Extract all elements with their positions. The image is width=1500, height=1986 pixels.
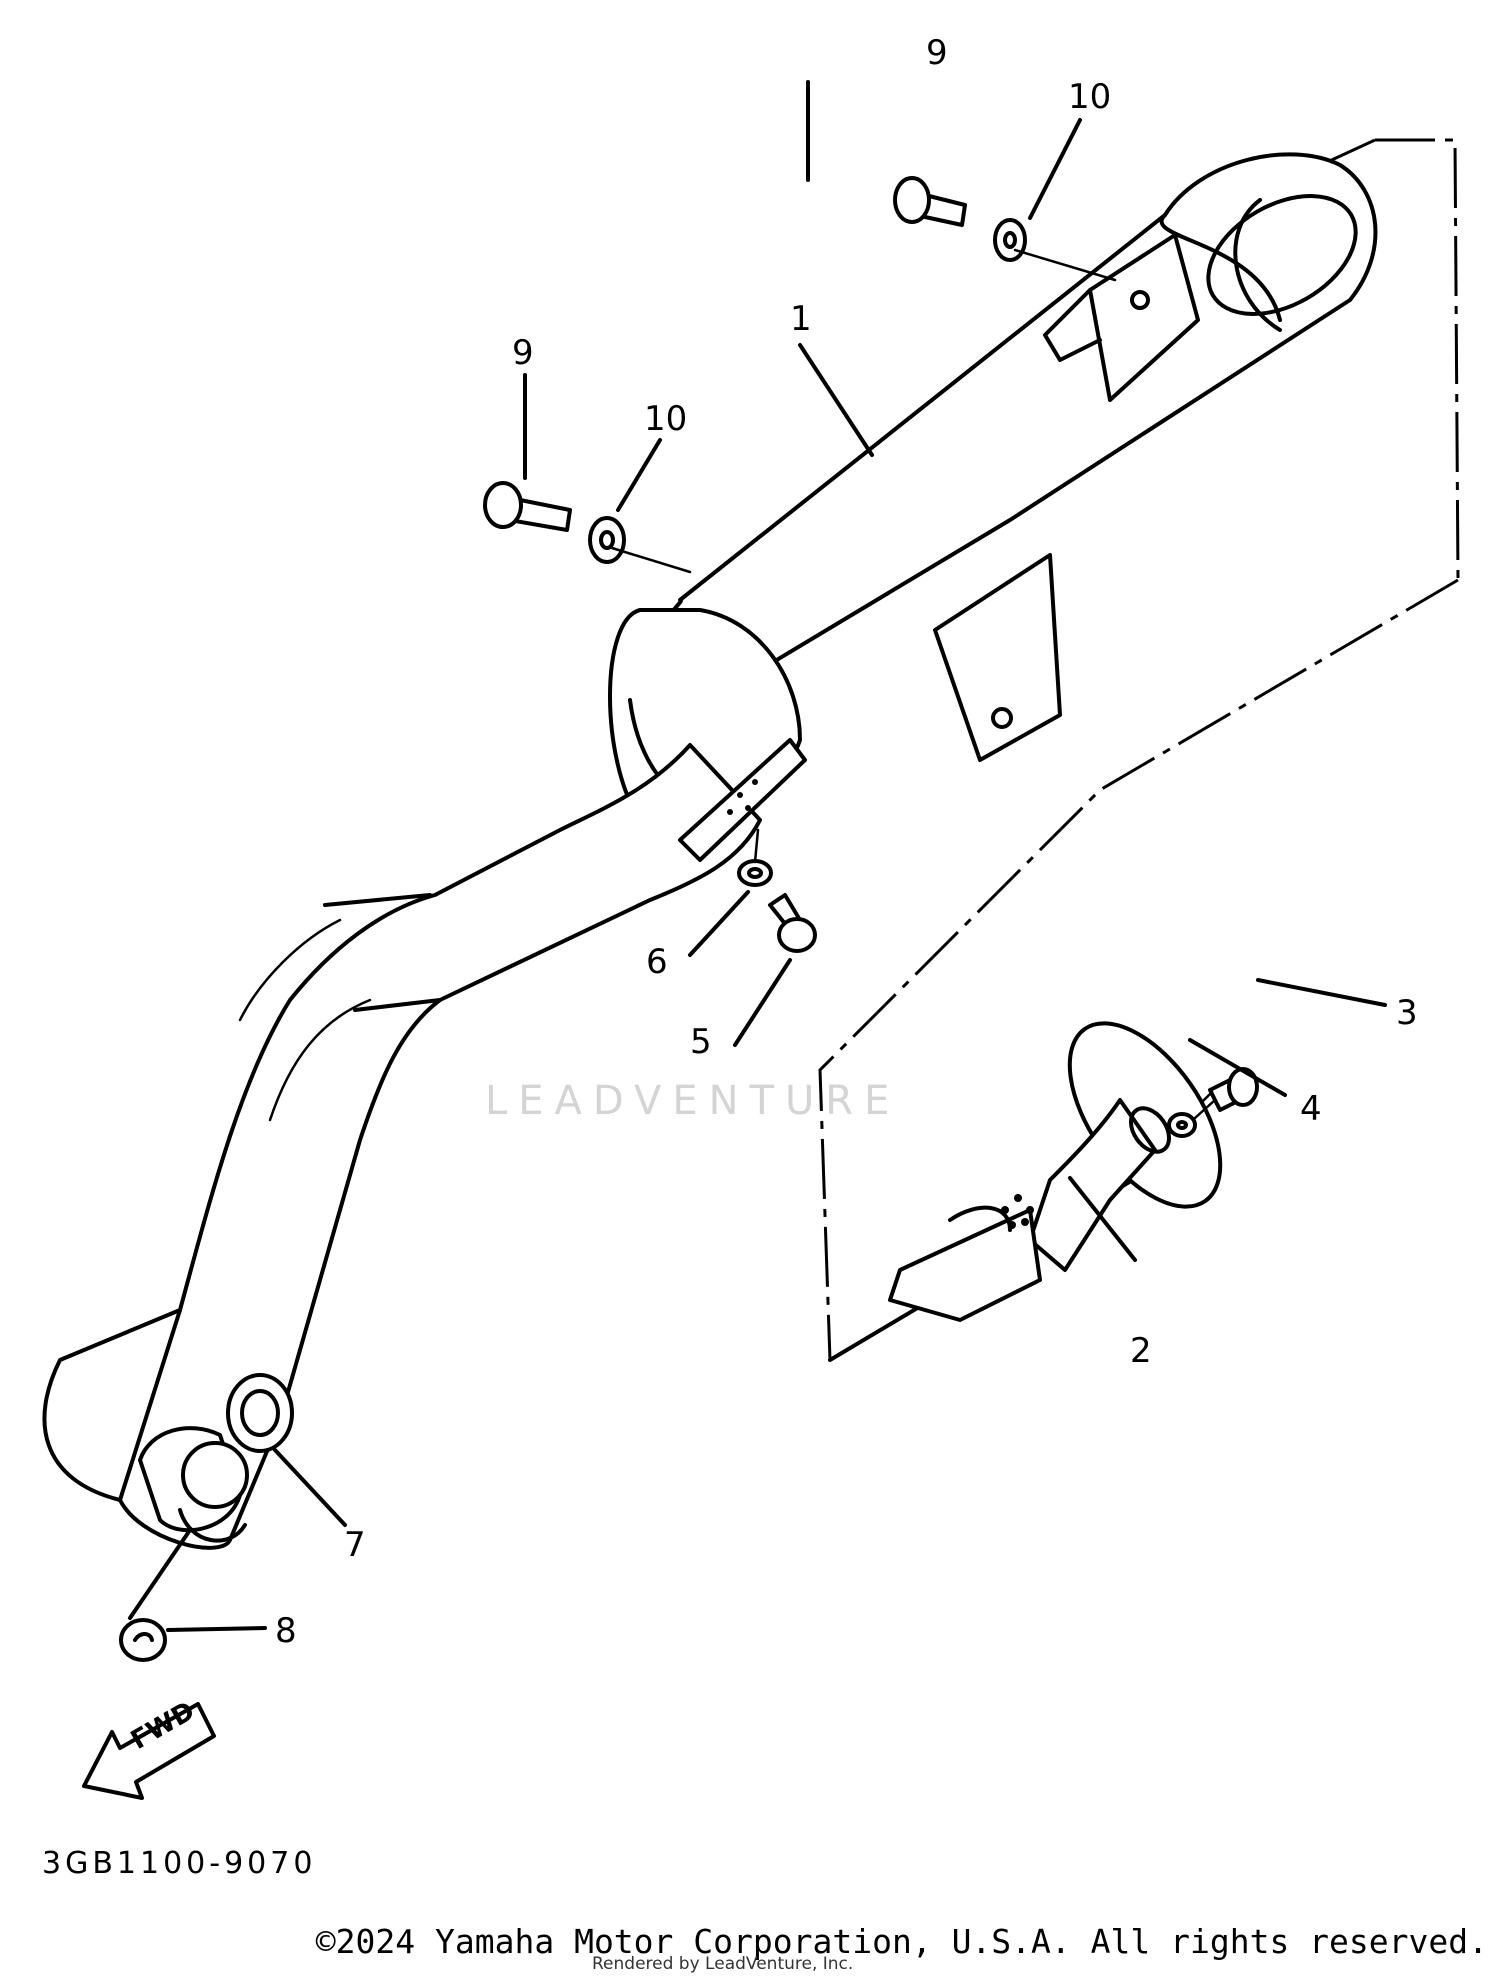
- alignment-lines: [610, 248, 1217, 1120]
- callout-1: 1: [790, 299, 812, 339]
- washer-6: [737, 859, 773, 887]
- callout-6: 6: [646, 942, 668, 982]
- rendered-by-credit: Rendered by LeadVenture, Inc.: [592, 1954, 854, 1974]
- callout-2: 2: [1130, 1331, 1152, 1371]
- nut-8: [119, 1618, 167, 1662]
- muffler-assembly: [42, 152, 1378, 1550]
- callout-10-upper: 10: [1068, 77, 1112, 117]
- bolt-3: [1200, 1067, 1259, 1112]
- drawing-code: 3GB1100-9070: [42, 1846, 317, 1881]
- bolt-5: [768, 893, 817, 953]
- callout-4: 4: [1300, 1089, 1322, 1129]
- leader-lines: [128, 80, 1387, 1632]
- callout-5: 5: [690, 1022, 712, 1062]
- callout-9-upper: 9: [926, 33, 948, 73]
- callout-10-lower: 10: [644, 399, 688, 439]
- gasket-7: [226, 1373, 294, 1453]
- bolt-9-upper: [893, 176, 967, 227]
- callout-7: 7: [344, 1525, 366, 1565]
- bolt-9-lower: [483, 481, 572, 532]
- copyright-notice: ©2024 Yamaha Motor Corporation, U.S.A. A…: [315, 1922, 1488, 1961]
- callout-9-lower: 9: [512, 333, 534, 373]
- callout-3: 3: [1396, 993, 1418, 1033]
- washer-10-lower: [588, 516, 626, 564]
- washer-10-upper: [993, 218, 1027, 262]
- watermark: LEADVENTURE: [485, 1078, 901, 1124]
- washer-4: [1167, 1112, 1197, 1138]
- silencer-insert: [888, 1021, 1223, 1322]
- forward-direction-arrow: [82, 1702, 216, 1800]
- callout-8: 8: [275, 1611, 297, 1651]
